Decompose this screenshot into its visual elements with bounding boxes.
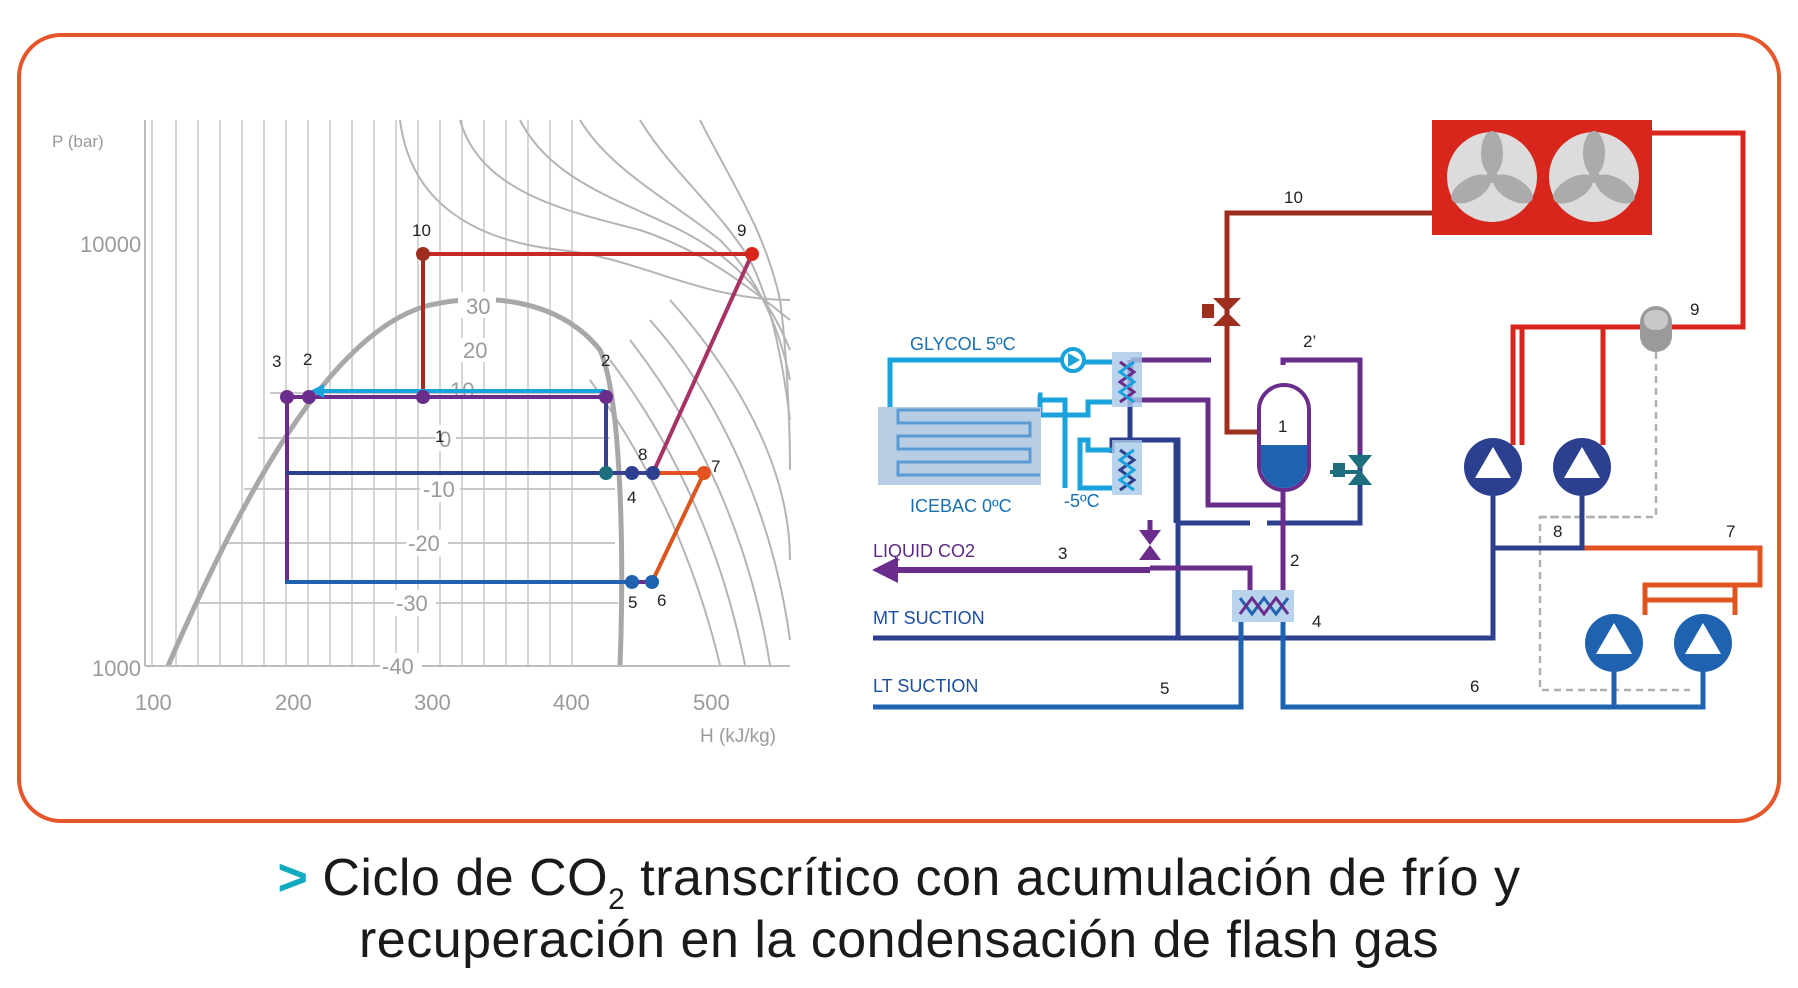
- purple-valve-icon: [1139, 530, 1161, 560]
- schematic-number-1: 1: [1278, 417, 1287, 436]
- minus5-label: -5ºC: [1064, 491, 1100, 511]
- mt-suction-line: [873, 496, 1496, 641]
- schematic-number-7: 7: [1726, 522, 1735, 541]
- heat-exchanger-icon: [1112, 352, 1142, 407]
- schematic-number-6: 6: [1470, 677, 1479, 696]
- x-tick-400: 400: [553, 690, 590, 715]
- schematic-number-2: 2: [1290, 551, 1299, 570]
- glycol-label: GLYCOL 5ºC: [910, 334, 1016, 354]
- heat-exchanger-icon: [1232, 590, 1294, 622]
- point-label-10: 10: [412, 221, 431, 240]
- x-tick-100: 100: [135, 690, 172, 715]
- point-label-5: 5: [628, 593, 637, 612]
- expansion-valve-icon: [1202, 298, 1241, 326]
- point-label-2-left: 2: [303, 350, 312, 369]
- mt-suction-label: MT SUCTION: [873, 608, 985, 628]
- point-label-8: 8: [638, 445, 647, 464]
- point-label-7: 7: [711, 457, 720, 476]
- point-label-4: 4: [627, 488, 636, 507]
- point-label-3: 3: [272, 352, 281, 371]
- isotherm-0: 0: [439, 427, 451, 452]
- y-axis-label: P (bar): [52, 132, 104, 151]
- x-tick-300: 300: [414, 690, 451, 715]
- saturation-dome: [165, 296, 625, 667]
- schematic-number-2prime: 2’: [1303, 332, 1316, 351]
- cycle-points: [280, 247, 759, 589]
- x-tick-200: 200: [275, 690, 312, 715]
- mt-compressor-icon: [1553, 438, 1611, 496]
- icebac-label: ICEBAC 0ºC: [910, 496, 1012, 516]
- schematic-number-5: 5: [1160, 679, 1169, 698]
- x-axis-label: H (kJ/kg): [700, 726, 776, 747]
- receiver-tank-icon: [1257, 383, 1311, 492]
- point-label-1: 1: [435, 427, 444, 446]
- mt-compressor-icon: [1464, 438, 1522, 496]
- lt-compressor-icon: [1674, 614, 1732, 672]
- fan-icon: [1447, 131, 1537, 222]
- oil-separator-icon: [1640, 306, 1672, 352]
- heat-exchanger-icon: [1112, 440, 1142, 495]
- point-label-9: 9: [737, 221, 746, 240]
- lt-suction-label: LT SUCTION: [873, 676, 978, 696]
- fan-icon: [1549, 131, 1639, 222]
- schematic-number-9: 9: [1690, 300, 1699, 319]
- line-7: [1582, 545, 1763, 615]
- gas-cooler: [1432, 120, 1652, 235]
- caption-line1-before: Ciclo de CO: [322, 849, 609, 907]
- isotherm-minus20: -20: [408, 531, 440, 556]
- pump-icon: [1060, 347, 1086, 373]
- caption-line1-after: transcrítico con acumulación de frío y: [625, 849, 1521, 907]
- caption-subscript: 2: [608, 883, 626, 916]
- liquid-co2-label: LIQUID CO2: [873, 541, 975, 561]
- diagram-canvas: P (bar) H (kJ/kg) 10000 1000 100 200 300…: [52, 119, 1763, 747]
- caption-marker: >: [277, 849, 309, 907]
- liquid-co2-arrow-icon: [872, 557, 898, 583]
- isotherm-labels: 30 20 10 0 -10 -20 -30 -40: [380, 292, 496, 679]
- point-label-2-right: 2: [601, 351, 610, 370]
- caption-line-1: >Ciclo de CO2 transcrítico con acumulaci…: [0, 848, 1798, 916]
- isotherm-20: 20: [463, 338, 487, 363]
- schematic-number-10: 10: [1284, 188, 1303, 207]
- teal-valve-icon: [1333, 455, 1372, 485]
- lt-compressor-icon: [1585, 614, 1643, 672]
- caption-line-2: recuperación en la condensación de flash…: [358, 911, 1440, 969]
- lt-suction-line: [873, 655, 1244, 710]
- ph-chart: P (bar) H (kJ/kg) 10000 1000 100 200 300…: [52, 119, 791, 747]
- line-9: [1510, 130, 1746, 445]
- y-tick-10000: 10000: [80, 232, 141, 257]
- refrigeration-schematic: GLYCOL 5ºC ICEBAC 0ºC -5ºC LIQUID CO2 MT…: [872, 120, 1763, 710]
- isotherm-minus30: -30: [396, 591, 428, 616]
- cycle-point-labels: 10 9 3 2 2 1 8 7 4 5 6: [272, 221, 746, 612]
- x-tick-500: 500: [693, 690, 730, 715]
- isotherm-minus10: -10: [423, 477, 455, 502]
- schematic-number-8: 8: [1553, 522, 1562, 541]
- schematic-number-4: 4: [1312, 612, 1321, 631]
- isotherm-30: 30: [466, 294, 490, 319]
- y-tick-1000: 1000: [92, 656, 141, 681]
- point-label-6: 6: [657, 591, 666, 610]
- cycle-lines: [285, 252, 754, 584]
- icebac-tank-icon: [878, 407, 1041, 485]
- schematic-number-3: 3: [1058, 544, 1067, 563]
- line-10: [1224, 210, 1432, 435]
- isotherm-minus40: -40: [382, 654, 414, 679]
